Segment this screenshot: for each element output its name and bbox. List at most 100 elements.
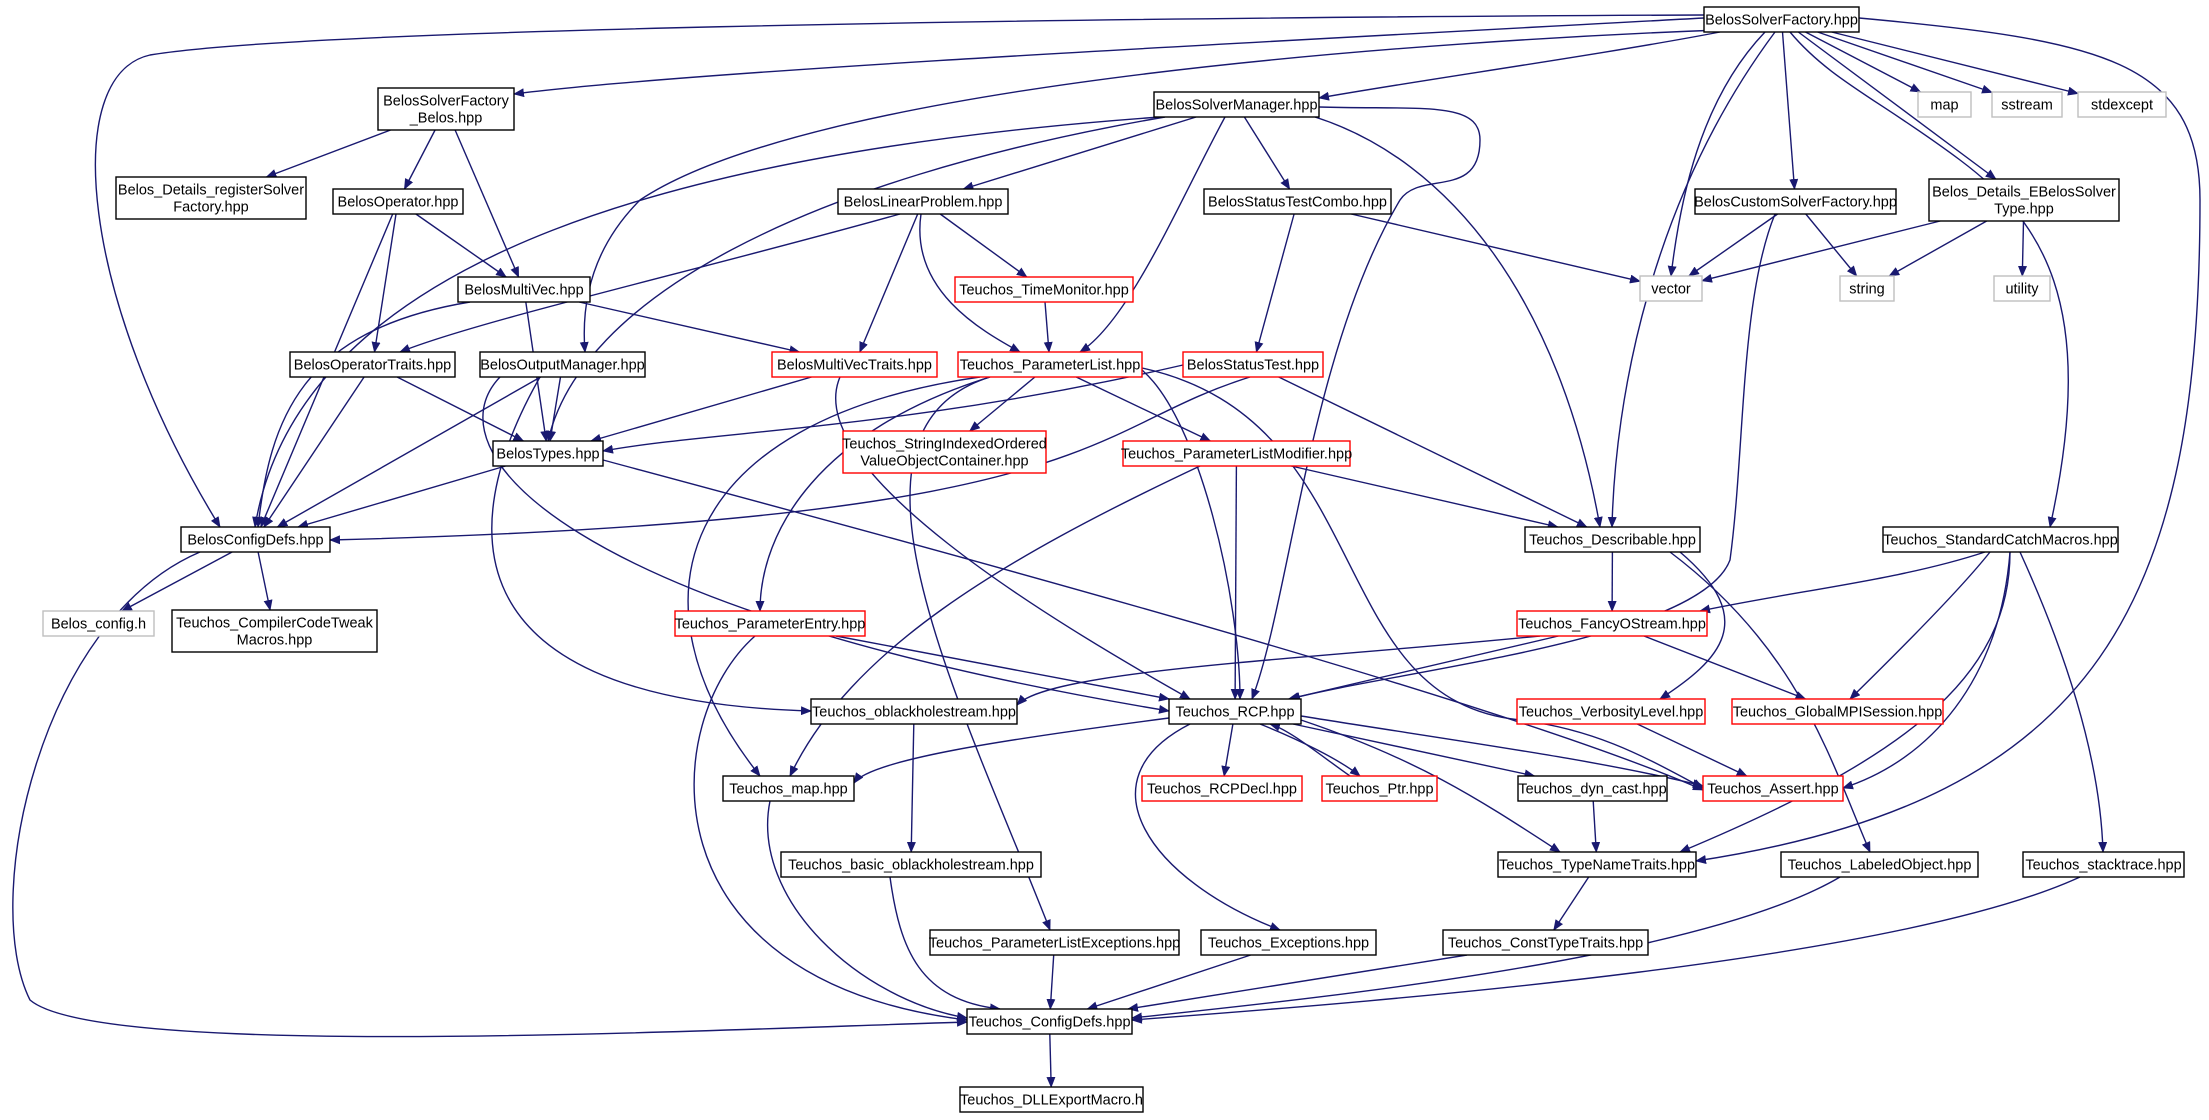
node-rcpdecl[interactable]: Teuchos_RCPDecl.hpp <box>1141 775 1303 802</box>
node-root[interactable]: BelosSolverFactory.hpp <box>1703 6 1860 33</box>
node-ctt[interactable]: Teuchos_ConstTypeTraits.hpp <box>1442 929 1649 956</box>
node-tm[interactable]: Teuchos_TimeMonitor.hpp <box>954 276 1134 303</box>
node-dll[interactable]: Teuchos_DLLExportMacro.h <box>959 1086 1144 1113</box>
edge-bsm-to-desc <box>1314 116 1603 528</box>
node-box-desc <box>1524 526 1701 553</box>
node-bconf[interactable]: Belos_config.h <box>42 610 155 637</box>
edge-pe-to-rcp <box>835 635 1170 702</box>
node-box-opt <box>289 351 456 378</box>
node-mvt[interactable]: BelosMultiVecTraits.hpp <box>771 351 938 378</box>
edge-ptr-to-rcp <box>1269 722 1351 777</box>
node-types[interactable]: BelosTypes.hpp <box>492 440 604 467</box>
node-ptr[interactable]: Teuchos_Ptr.hpp <box>1321 775 1438 802</box>
node-box-root <box>1703 6 1860 33</box>
node-sioc[interactable]: Teuchos_StringIndexedOrderedValueObjectC… <box>842 430 1047 474</box>
node-pe[interactable]: Teuchos_ParameterEntry.hpp <box>674 610 866 637</box>
node-label-desc: Teuchos_Describable.hpp <box>1529 533 1696 549</box>
node-label-rcp: Teuchos_RCP.hpp <box>1175 705 1294 721</box>
node-desc[interactable]: Teuchos_Describable.hpp <box>1524 526 1701 553</box>
node-vector[interactable]: vector <box>1639 275 1703 302</box>
node-label-cct-line2: Macros.hpp <box>237 633 313 649</box>
node-op[interactable]: BelosOperator.hpp <box>332 188 464 215</box>
node-rcp[interactable]: Teuchos_RCP.hpp <box>1168 698 1302 725</box>
node-string[interactable]: string <box>1839 275 1895 302</box>
node-tcd[interactable]: Teuchos_ConfigDefs.hpp <box>966 1008 1133 1035</box>
edge-lp-to-pl <box>919 213 1021 353</box>
node-bobh[interactable]: Teuchos_basic_oblackholestream.hpp <box>780 851 1042 878</box>
node-plm[interactable]: Teuchos_ParameterListModifier.hpp <box>1121 440 1352 467</box>
edge-bobh-to-tcd <box>889 876 1001 1013</box>
edge-desc-to-vl <box>1659 551 1726 700</box>
edge-scm-to-stk <box>2019 551 2108 853</box>
edge-lp-to-tm <box>939 213 1028 278</box>
node-box-bconf <box>42 610 155 637</box>
edge-bsf_belos-to-op <box>403 129 436 190</box>
node-st[interactable]: BelosStatusTest.hpp <box>1182 351 1324 378</box>
node-csf[interactable]: BelosCustomSolverFactory.hpp <box>1694 188 1897 215</box>
edge-fos-to-gmpi <box>1643 635 1807 700</box>
node-box-fos <box>1516 610 1708 637</box>
edge-root-to-tnt <box>1695 17 2201 864</box>
node-obh[interactable]: Teuchos_oblackholestream.hpp <box>810 698 1018 725</box>
node-label-stc: BelosStatusTestCombo.hpp <box>1208 195 1387 211</box>
nodes-layer: BelosSolverFactory.hppBelosSolverFactory… <box>42 6 2185 1113</box>
node-assert[interactable]: Teuchos_Assert.hpp <box>1702 775 1844 802</box>
node-box-utility <box>1993 275 2051 302</box>
node-label-vector: vector <box>1651 282 1691 298</box>
node-stdexcept[interactable]: stdexcept <box>2077 91 2167 118</box>
edge-rcp-to-exc <box>1134 723 1281 931</box>
node-label-tcd: Teuchos_ConfigDefs.hpp <box>968 1015 1130 1031</box>
node-lp[interactable]: BelosLinearProblem.hpp <box>837 188 1009 215</box>
edge-om-to-obh <box>491 376 812 716</box>
node-box-tcd <box>966 1008 1133 1035</box>
node-box-rcp <box>1168 698 1302 725</box>
node-map[interactable]: map <box>1917 91 1972 118</box>
node-label-cct-line1: Teuchos_CompilerCodeTweak <box>176 616 373 632</box>
node-vl[interactable]: Teuchos_VerbosityLevel.hpp <box>1516 698 1706 725</box>
node-box-mv <box>457 276 591 303</box>
edge-mvt-to-types <box>590 376 812 443</box>
node-utility[interactable]: utility <box>1993 275 2051 302</box>
node-stk[interactable]: Teuchos_stacktrace.hpp <box>2022 851 2185 878</box>
node-label-bconf: Belos_config.h <box>51 617 146 633</box>
node-label-ple: Teuchos_ParameterListExceptions.hpp <box>929 936 1180 952</box>
node-bsf_belos[interactable]: BelosSolverFactory_Belos.hpp <box>377 87 515 131</box>
node-tnt[interactable]: Teuchos_TypeNameTraits.hpp <box>1497 851 1697 878</box>
node-fos[interactable]: Teuchos_FancyOStream.hpp <box>1516 610 1708 637</box>
edge-opt-to-types <box>396 376 525 442</box>
node-box-dll <box>959 1086 1144 1113</box>
node-opt[interactable]: BelosOperatorTraits.hpp <box>289 351 456 378</box>
node-label-bsf_belos-line2: _Belos.hpp <box>409 111 483 127</box>
edge-types-to-bcd <box>297 465 506 529</box>
node-label-obh: Teuchos_oblackholestream.hpp <box>812 705 1016 721</box>
node-dync[interactable]: Teuchos_dyn_cast.hpp <box>1517 775 1668 802</box>
node-ple[interactable]: Teuchos_ParameterListExceptions.hpp <box>929 929 1180 956</box>
edge-pl-to-assert <box>1141 367 1704 789</box>
edge-ctt-to-tcd <box>1127 954 1468 1012</box>
edge-root-to-stdexcept <box>1831 31 2079 96</box>
node-gmpi[interactable]: Teuchos_GlobalMPISession.hpp <box>1731 698 1944 725</box>
node-om[interactable]: BelosOutputManager.hpp <box>479 351 646 378</box>
node-pl[interactable]: Teuchos_ParameterList.hpp <box>957 351 1143 378</box>
edge-lp-to-opt <box>399 213 901 353</box>
node-box-bcd <box>180 526 331 553</box>
node-bcd[interactable]: BelosConfigDefs.hpp <box>180 526 331 553</box>
node-stc[interactable]: BelosStatusTestCombo.hpp <box>1203 188 1392 215</box>
node-sstream[interactable]: sstream <box>1991 91 2063 118</box>
edge-root-to-scm <box>1789 31 2069 528</box>
node-mv[interactable]: BelosMultiVec.hpp <box>457 276 591 303</box>
node-bsm[interactable]: BelosSolverManager.hpp <box>1153 91 1320 118</box>
node-exc[interactable]: Teuchos_Exceptions.hpp <box>1200 929 1377 956</box>
node-label-lo: Teuchos_LabeledObject.hpp <box>1788 858 1972 874</box>
node-lo[interactable]: Teuchos_LabeledObject.hpp <box>1780 851 1979 878</box>
node-label-fos: Teuchos_FancyOStream.hpp <box>1518 617 1706 633</box>
node-tmap[interactable]: Teuchos_map.hpp <box>722 775 855 802</box>
node-box-exc <box>1200 929 1377 956</box>
node-box-sstream <box>1991 91 2063 118</box>
node-scm[interactable]: Teuchos_StandardCatchMacros.hpp <box>1882 526 2119 553</box>
node-box-ptr <box>1321 775 1438 802</box>
node-box-op <box>332 188 464 215</box>
